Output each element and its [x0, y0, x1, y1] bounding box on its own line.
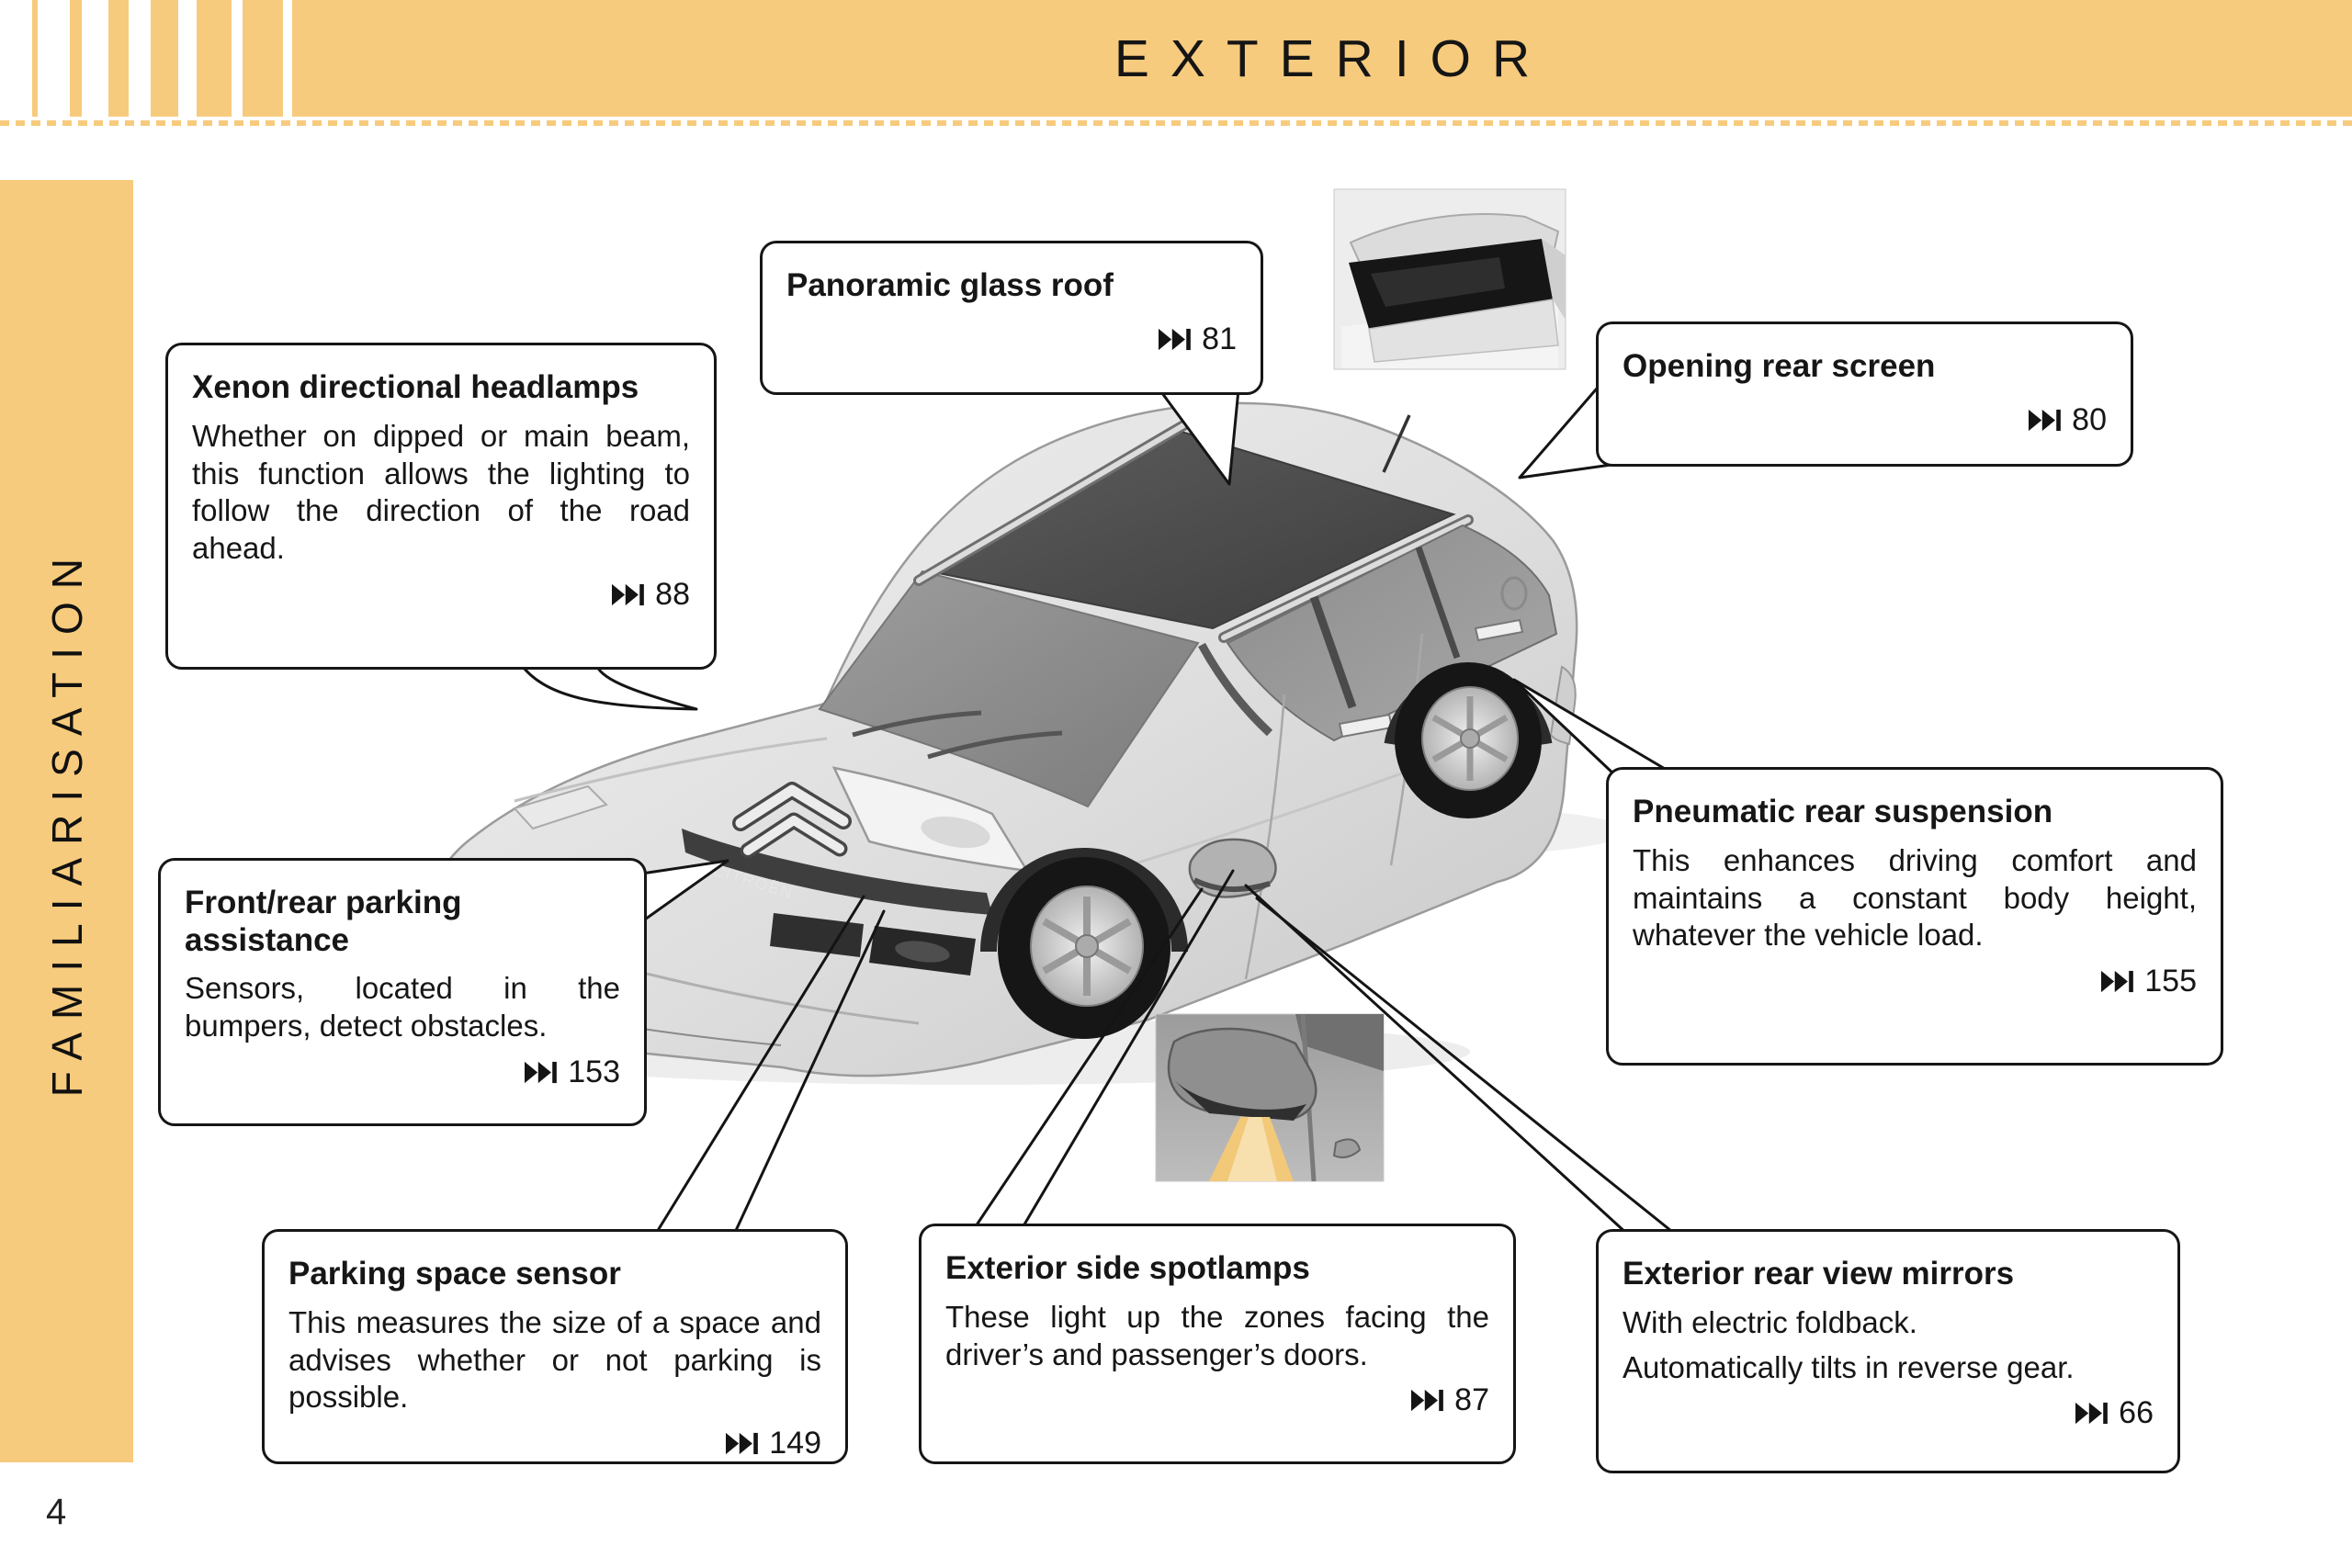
header-stripe — [32, 0, 38, 117]
page-title: EXTERIOR — [1114, 28, 1552, 88]
callout-title: Exterior side spotlamps — [945, 1250, 1310, 1286]
callout-title: Pneumatic rear suspension — [1633, 794, 2053, 829]
connector-side-spotlamps — [972, 887, 1204, 1231]
rear-wheel — [1395, 662, 1542, 818]
callout-body: Automatically tilts in reverse gear. — [1623, 1349, 2075, 1384]
callout-pneumatic-rear-suspension: Pneumatic rear suspension This enhances … — [1606, 767, 2223, 1066]
callout-exterior-side-spotlamps: Exterior side spotlamps These light up t… — [919, 1224, 1516, 1464]
callout-body: This measures the size of a space and ad… — [288, 1304, 821, 1415]
callout-body: This enhances driving comfort and mainta… — [1633, 842, 2197, 953]
page-reference: 155 — [1633, 964, 2197, 999]
callout-parking-space-sensor: Parking space sensor This measures the s… — [262, 1229, 848, 1464]
air-intake — [770, 913, 864, 957]
callout-title: Parking space sensor — [288, 1256, 621, 1292]
chapter-sidebar: FAMILIARISATION — [0, 180, 133, 1462]
wiper — [852, 710, 982, 738]
connector-rear-view-mirrors — [1255, 897, 1678, 1236]
fast-forward-icon — [1159, 328, 1192, 350]
callout-panoramic-glass-roof: Panoramic glass roof 81 — [760, 241, 1263, 395]
fast-forward-icon — [612, 584, 645, 606]
antenna — [1382, 414, 1411, 473]
connector-side-spotlamps — [1020, 869, 1235, 1231]
header-stripe — [108, 0, 129, 117]
connector-rear-view-mirrors — [1244, 884, 1630, 1236]
page-reference: 87 — [945, 1382, 1489, 1418]
roof-rail — [1221, 517, 1471, 640]
page-reference-number: 81 — [1202, 321, 1237, 356]
page-reference-number: 66 — [2119, 1395, 2154, 1431]
grille-band — [682, 829, 992, 915]
callout-exterior-rear-view-mirrors: Exterior rear view mirrors With electric… — [1596, 1229, 2180, 1473]
mirror-housing — [1167, 1027, 1317, 1121]
callout-title: Opening rear screen — [1623, 348, 1936, 384]
callout-title: Xenon directional headlamps — [192, 369, 639, 405]
door-handle — [1474, 618, 1524, 642]
page-reference-number: 149 — [769, 1426, 821, 1461]
callout-body: With electric foldback. — [1623, 1304, 1917, 1339]
callout-body: These light up the zones facing the driv… — [945, 1299, 1489, 1371]
citroen-chevrons-icon — [732, 782, 852, 859]
header-stripe — [151, 0, 178, 117]
connector-parking-space — [652, 895, 865, 1238]
callout-front-rear-parking-assistance: Front/rear parking assistance Sensors, l… — [158, 858, 647, 1126]
page-reference-number: 87 — [1454, 1382, 1489, 1418]
fast-forward-icon — [525, 1061, 558, 1084]
fast-forward-icon — [1411, 1390, 1444, 1412]
rear-screen-photo — [1333, 188, 1566, 370]
connector-pneumatic-suspension — [1512, 678, 1678, 777]
header-dotted-rule — [0, 120, 2352, 126]
roof-rail — [916, 422, 1188, 583]
header-band: EXTERIOR — [292, 0, 2352, 117]
connector-panoramic-roof — [1158, 388, 1240, 486]
page-reference: 153 — [185, 1055, 620, 1090]
callout-opening-rear-screen: Opening rear screen 80 — [1596, 321, 2133, 467]
header-stripe — [70, 0, 82, 117]
door-pillar — [1415, 546, 1461, 660]
page-reference: 149 — [288, 1426, 821, 1461]
page-number: 4 — [46, 1492, 67, 1532]
connector-xenon-headlamps — [518, 661, 698, 711]
fast-forward-icon — [2075, 1403, 2109, 1425]
page-reference-number: 155 — [2144, 964, 2197, 999]
side-spotlamp-photo — [1155, 1013, 1385, 1182]
fast-forward-icon — [726, 1433, 759, 1455]
page-reference-number: 80 — [2072, 401, 2107, 437]
fast-forward-icon — [2029, 409, 2062, 431]
callout-title: Panoramic glass roof — [786, 267, 1114, 303]
front-wheel — [998, 857, 1170, 1039]
page-reference: 81 — [786, 321, 1237, 357]
callout-body: Sensors, located in the bumpers, detect … — [185, 971, 620, 1043]
page-reference: 66 — [1623, 1395, 2154, 1431]
connector-parking-assistance — [634, 859, 729, 928]
connector-parking-space — [731, 909, 886, 1238]
header-stripe — [243, 0, 283, 117]
callout-xenon-directional-headlamps: Xenon directional headlamps Whether on d… — [165, 343, 717, 670]
door-mirror — [1188, 838, 1277, 898]
page-reference: 80 — [1623, 402, 2107, 438]
callout-title: Front/rear parking assistance — [185, 885, 462, 958]
fast-forward-icon — [2101, 971, 2134, 993]
page-reference: 88 — [192, 577, 690, 613]
page-reference-number: 88 — [655, 577, 690, 613]
page-reference-number: 153 — [568, 1055, 620, 1089]
far-headlamp — [513, 784, 608, 830]
callout-connectors — [518, 380, 1678, 1238]
door-pillar — [1309, 595, 1357, 709]
windshield — [818, 570, 1200, 808]
callout-body: Whether on dipped or main beam, this fun… — [192, 418, 690, 566]
callout-title: Exterior rear view mirrors — [1623, 1256, 2015, 1292]
side-windows — [1226, 524, 1558, 742]
fuel-filler-cap — [1500, 576, 1528, 611]
header-stripe — [197, 0, 232, 117]
wiper — [927, 730, 1063, 760]
